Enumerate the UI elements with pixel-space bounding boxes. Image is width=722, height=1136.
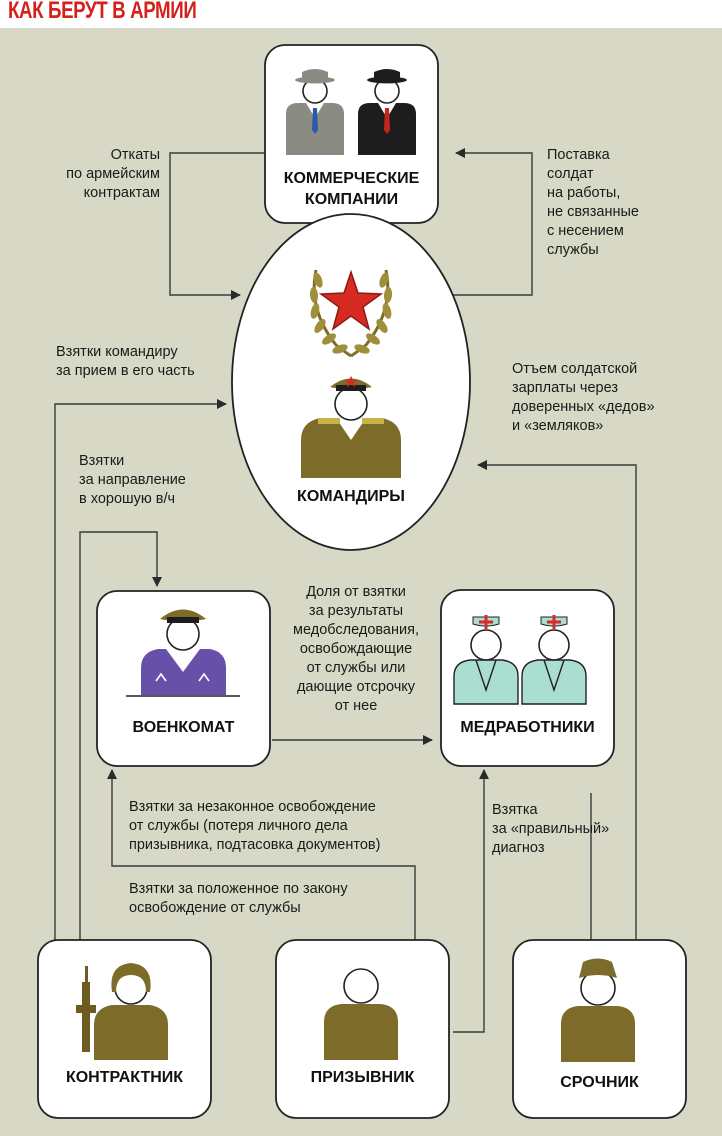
edge-label-bribe-commander: Взятки командиру за прием в его часть <box>56 344 195 379</box>
node-label-companies: КОММЕРЧЕСКИЕ КОМПАНИИ <box>283 170 420 208</box>
edge-label-kickbacks: Откаты по армейским контрактам <box>66 147 160 201</box>
edge-bribe-good-unit <box>79 531 162 940</box>
edge-salary-taking <box>477 460 637 940</box>
node-label-commanders: КОМАНДИРЫ <box>297 488 405 505</box>
node-label-srochnik: СРОЧНИК <box>560 1074 639 1091</box>
edge-label-bribe-good-unit: Взятки за направление в хорошую в/ч <box>79 453 186 507</box>
businessmen-icon <box>286 69 416 155</box>
node-label-prizyvnik: ПРИЗЫВНИК <box>310 1069 415 1086</box>
edge-label-legal-exemption: Взятки за положенное по закону освобожде… <box>129 881 348 916</box>
contract-soldier-icon <box>76 963 168 1060</box>
wreath-star-icon <box>309 269 393 358</box>
edge-bribe-commander <box>54 399 227 940</box>
node-label-medics: МЕДРАБОТНИКИ <box>460 719 595 736</box>
edge-soldier-supply <box>452 148 533 296</box>
edge-illegal-exemption <box>107 769 416 940</box>
medics-icon <box>453 615 587 705</box>
officer-desk-icon <box>126 609 240 697</box>
commander-icon <box>301 376 401 478</box>
edge-label-salary-taking: Отъем солдатской зарплаты через доверенн… <box>512 361 655 434</box>
conscript-icon <box>324 968 398 1060</box>
node-label-contractnik: КОНТРАКТНИК <box>65 1069 184 1086</box>
edge-kickbacks <box>169 152 265 300</box>
private-soldier-icon <box>561 958 635 1062</box>
edge-label-share-of-bribe: Доля от взятки за результаты медобследов… <box>293 584 419 714</box>
edge-label-soldier-supply: Поставка солдат на работы, не связанные … <box>547 147 639 258</box>
edge-label-right-diagnosis: Взятка за «правильный» диагноз <box>492 802 610 856</box>
edge-right-diagnosis <box>453 769 489 1033</box>
edge-label-illegal-exemption: Взятки за незаконное освобождение от слу… <box>129 799 381 853</box>
page-title: КАК БЕРУТ В АРМИИ <box>8 0 197 24</box>
node-label-voenkomat: ВОЕНКОМАТ <box>132 719 235 736</box>
